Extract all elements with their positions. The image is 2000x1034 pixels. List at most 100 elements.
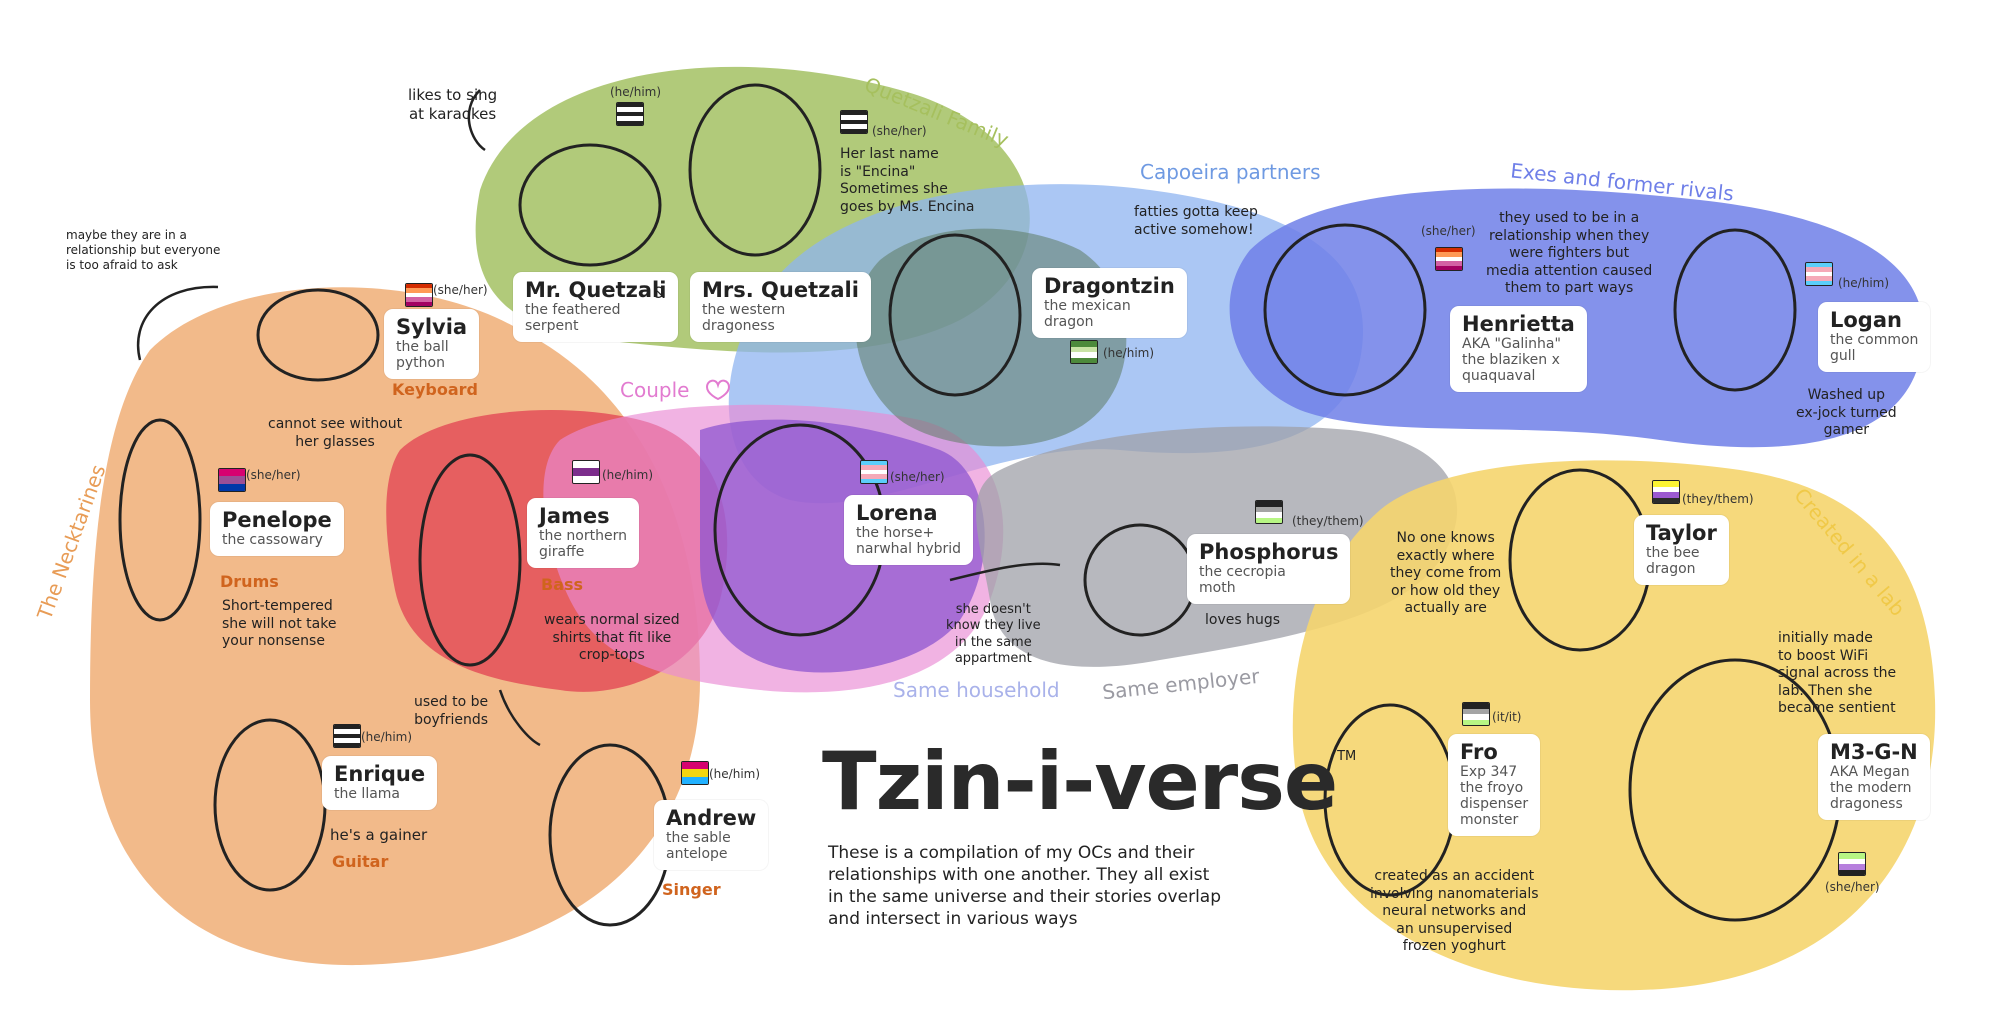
- character-species: the northern giraffe: [539, 528, 627, 561]
- character-name: Phosphorus: [1199, 540, 1339, 564]
- pride-flag-icon: [1435, 247, 1463, 271]
- note-glasses: cannot see without her glasses: [268, 416, 403, 450]
- pronouns-mrs-quetzali: (she/her): [872, 124, 927, 138]
- namecard-james: James the northern giraffe: [527, 498, 639, 569]
- pride-flag-icon: [1652, 480, 1680, 504]
- character-species: the sable antelope: [666, 830, 731, 863]
- arrow-icon: [498, 689, 541, 747]
- character-name: Logan: [1830, 308, 1902, 332]
- trademark: TM: [1337, 749, 1357, 764]
- character-name: Fro: [1460, 740, 1498, 764]
- pride-flag-icon: [616, 102, 644, 126]
- note-hugs: loves hugs: [1205, 612, 1281, 628]
- character-name: Enrique: [334, 762, 426, 786]
- namecard-enrique: Enrique the llama: [322, 756, 438, 811]
- pronouns-phosphorus: (they/them): [1292, 514, 1364, 528]
- namecard-penelope: Penelope the cassowary: [210, 502, 344, 557]
- note-penelope: Short-tempered she will not take your no…: [222, 598, 337, 649]
- character-name: Mrs. Quetzali: [702, 278, 859, 302]
- arrow-icon: [136, 285, 219, 361]
- namecard-sylvia: Sylvia the ball python: [384, 309, 480, 380]
- role-guitar: Guitar: [332, 852, 389, 871]
- character-species: the bee dragon: [1646, 545, 1700, 578]
- character-species: the cecropia moth: [1199, 564, 1286, 597]
- character-head-icon: [688, 83, 822, 257]
- heart-icon: [705, 379, 731, 401]
- note-lorena: she doesn't know they live in the same a…: [946, 602, 1041, 666]
- group-label-capoeira: Capoeira partners: [1140, 160, 1321, 184]
- ampersand: &: [653, 283, 666, 302]
- pronouns-enrique: (he/him): [361, 730, 413, 744]
- pride-flag-icon: [860, 460, 888, 484]
- pride-flag-icon: [218, 468, 246, 492]
- blob-lab: [1292, 460, 1936, 991]
- pronouns-m3gn: (she/her): [1825, 880, 1880, 894]
- pride-flag-icon: [1805, 262, 1833, 286]
- namecard-logan: Logan the common gull: [1818, 302, 1931, 373]
- pride-flag-icon: [1462, 702, 1490, 726]
- pronouns-mr-quetzali: (he/him): [610, 85, 662, 99]
- note-james: wears normal sized shirts that fit like …: [544, 612, 680, 663]
- character-name: James: [539, 504, 610, 528]
- character-name: Sylvia: [396, 315, 468, 339]
- pride-flag-icon: [572, 460, 600, 484]
- note-maybe: maybe they are in a relationship but eve…: [66, 228, 221, 272]
- note-enrique: he's a gainer: [330, 826, 428, 844]
- character-head-icon: [118, 418, 202, 622]
- page-title: Tzin-i-verseTM: [822, 735, 1356, 828]
- pronouns-andrew: (he/him): [709, 767, 761, 781]
- note-karaoke: likes to sing at karaokes: [408, 86, 498, 123]
- character-name: Mr. Quetzali: [525, 278, 667, 302]
- pride-flag-icon: [405, 283, 433, 307]
- character-name: Henrietta: [1462, 312, 1575, 336]
- character-species: the feathered serpent: [525, 302, 621, 335]
- note-fatties: fatties gotta keep active somehow!: [1134, 204, 1258, 238]
- pronouns-penelope: (she/her): [246, 468, 301, 482]
- character-species: AKA Megan the modern dragoness: [1830, 764, 1912, 813]
- character-species: the llama: [334, 786, 401, 803]
- pronouns-lorena: (she/her): [890, 470, 945, 484]
- pronouns-sylvia: (she/her): [433, 283, 488, 297]
- arrow-icon: [949, 562, 1061, 582]
- pronouns-dragontzin: (he/him): [1103, 346, 1155, 360]
- note-fro: created as an accident involving nanomat…: [1370, 868, 1539, 954]
- note-megan: initially made to boost WiFi signal acro…: [1778, 630, 1897, 716]
- pronouns-henrietta: (she/her): [1421, 224, 1476, 238]
- pronouns-logan: (he/him): [1838, 276, 1890, 290]
- character-head-icon: [256, 288, 380, 382]
- character-head-icon: [418, 453, 522, 667]
- pronouns-fro: (it/it): [1492, 710, 1522, 724]
- role-drums: Drums: [220, 572, 279, 591]
- character-head-icon: [518, 143, 662, 267]
- character-species: the ball python: [396, 339, 449, 372]
- note-boyfriends: used to be boyfriends: [414, 694, 489, 728]
- pride-flag-icon: [1838, 852, 1866, 876]
- role-bass: Bass: [541, 575, 584, 594]
- character-species: AKA "Galinha" the blaziken x quaquaval: [1462, 336, 1561, 385]
- character-head-icon: [888, 233, 1022, 397]
- title-text: Tzin-i-verse: [822, 735, 1338, 828]
- character-species: the common gull: [1830, 332, 1919, 365]
- character-species: the cassowary: [222, 532, 323, 549]
- note-exes: they used to be in a relationship when t…: [1486, 210, 1653, 296]
- group-label-household: Same household: [893, 678, 1060, 702]
- character-name: Penelope: [222, 508, 332, 532]
- pride-flag-icon: [1255, 500, 1283, 524]
- pride-flag-icon: [333, 724, 361, 748]
- namecard-dragontzin: Dragontzin the mexican dragon: [1032, 268, 1187, 339]
- character-name: Lorena: [856, 501, 938, 525]
- namecard-m3gn: M3-G-N AKA Megan the modern dragoness: [1818, 734, 1930, 821]
- note-taylor: No one knows exactly where they come fro…: [1390, 530, 1502, 616]
- character-species: Exp 347 the froyo dispenser monster: [1460, 764, 1529, 829]
- character-name: Andrew: [666, 806, 757, 830]
- arrow-icon: [467, 89, 486, 152]
- namecard-phosphorus: Phosphorus the cecropia moth: [1187, 534, 1351, 605]
- character-species: the western dragoness: [702, 302, 786, 335]
- note-mrs-quetzali: Her last name is "Encina" Sometimes she …: [840, 146, 975, 215]
- namecard-fro: Fro Exp 347 the froyo dispenser monster: [1448, 734, 1541, 837]
- pride-flag-icon: [840, 110, 868, 134]
- role-singer: Singer: [662, 880, 721, 899]
- role-keyboard: Keyboard: [392, 380, 478, 399]
- pronouns-james: (he/him): [602, 468, 654, 482]
